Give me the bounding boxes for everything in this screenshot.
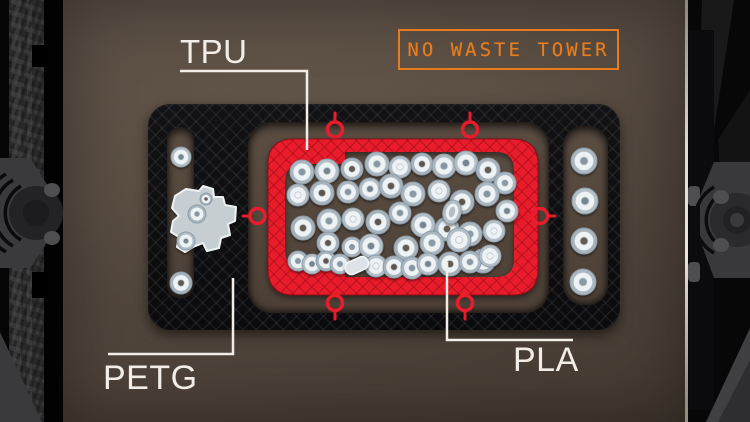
blob-part (187, 204, 207, 224)
right-slot-part (570, 147, 598, 175)
left-slot-part (169, 271, 193, 295)
printer-rail-right (688, 0, 750, 422)
pla-part (458, 250, 482, 274)
pla-parts-group (286, 150, 519, 280)
right-slot-part (569, 268, 597, 296)
pla-part (378, 173, 404, 199)
pla-part (393, 235, 419, 261)
pla-part (495, 199, 519, 223)
badge-label: NO WASTE TOWER (407, 38, 610, 61)
tpu-loop-ring (248, 206, 267, 226)
pla-part (416, 252, 440, 276)
right-slot-part (570, 227, 598, 255)
callout-line-petg (108, 278, 235, 356)
pla-part (437, 251, 463, 277)
pla-part (365, 209, 391, 235)
pla-part (382, 255, 406, 279)
printer-rail-left (0, 0, 63, 422)
tpu-loop-ring (455, 293, 475, 313)
pla-part (286, 183, 310, 207)
pla-part (316, 208, 342, 234)
tpu-loop-ring (325, 120, 345, 139)
right-slot-part (571, 187, 599, 215)
tpu-loop-rings (241, 111, 557, 321)
pla-part (475, 157, 501, 183)
pla-part (364, 151, 390, 177)
pla-part (410, 152, 434, 176)
tpu-red-frame (267, 138, 539, 296)
callout-line-tpu (180, 69, 309, 150)
tpu-loop-ring (530, 206, 550, 226)
pla-part (340, 157, 364, 181)
tpu-loop-ring (325, 293, 345, 313)
pla-part (341, 207, 365, 231)
pla-part (453, 150, 479, 176)
blob-part (199, 192, 213, 206)
callout-line-pla (445, 262, 573, 342)
pla-part (336, 180, 360, 204)
pla-part (316, 231, 340, 255)
material-label-tpu: TPU (180, 33, 248, 70)
pla-part (388, 201, 412, 225)
pla-bone-part (344, 255, 370, 276)
blob-part (176, 231, 196, 251)
pla-part (474, 181, 500, 207)
material-label-pla: PLA (513, 341, 579, 379)
pla-part (309, 180, 335, 206)
pla-part (431, 153, 457, 179)
pla-part (289, 159, 315, 185)
right-slot-parts (569, 147, 599, 296)
pla-part (446, 227, 472, 253)
pla-part (290, 215, 316, 241)
left-slot-parts (169, 146, 193, 295)
pla-part (493, 171, 517, 195)
pla-part (478, 244, 502, 268)
material-label-petg: PETG (103, 359, 198, 397)
pla-part (400, 181, 426, 207)
pla-part (427, 179, 451, 203)
tpu-loop-ring (460, 120, 480, 139)
bed-edge-right (685, 0, 689, 422)
pla-part (482, 219, 506, 243)
pla-part (358, 177, 382, 201)
left-slot-part (170, 146, 192, 168)
clamp-clip-icon (44, 183, 60, 197)
no-waste-tower-badge: NO WASTE TOWER (398, 29, 619, 70)
pla-part (341, 236, 363, 258)
